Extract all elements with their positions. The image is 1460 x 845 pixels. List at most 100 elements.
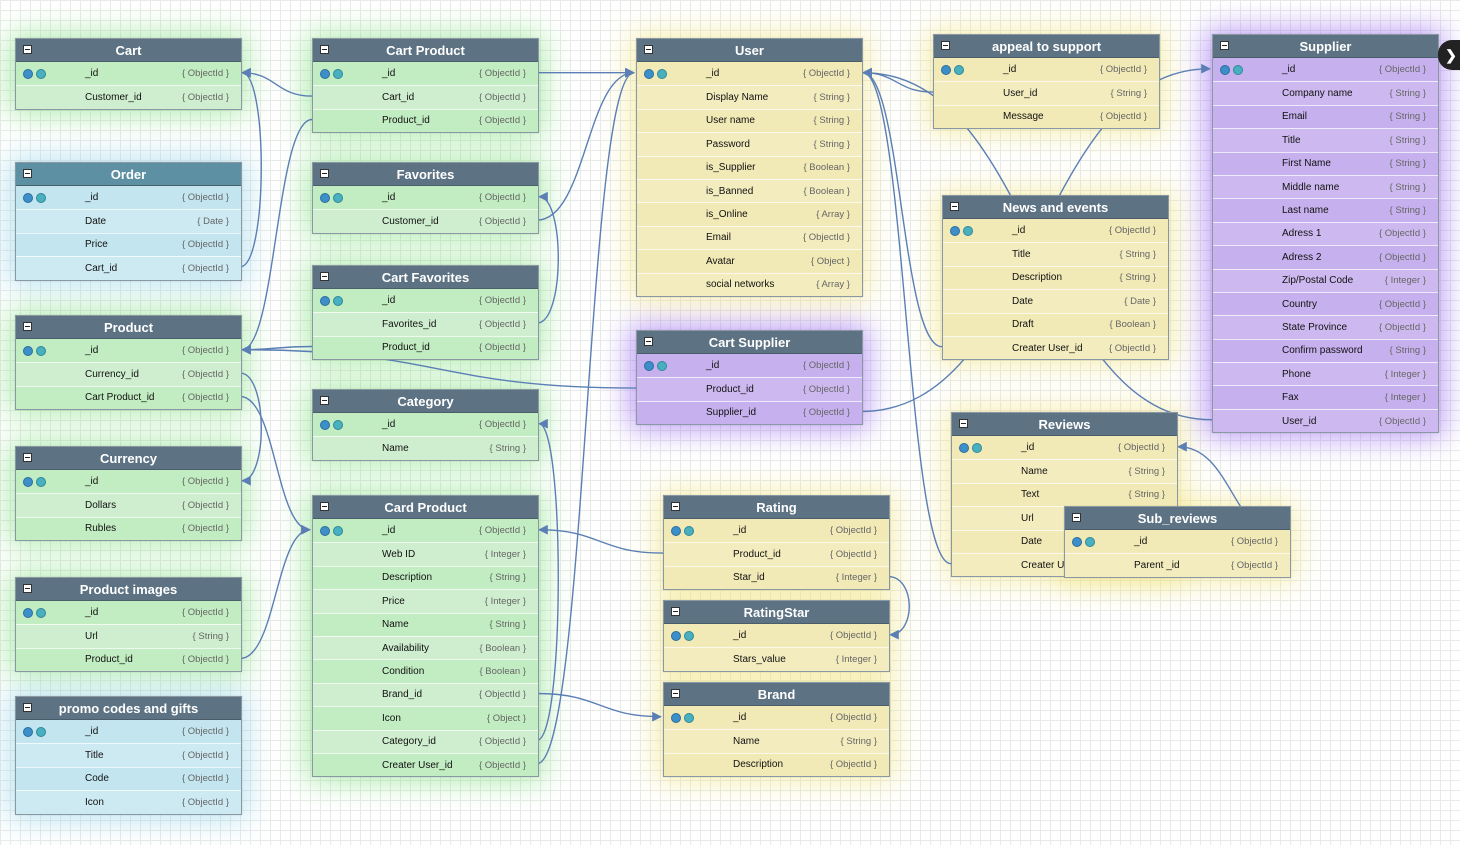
table-row[interactable]: Text{ String } bbox=[952, 482, 1177, 507]
table-news[interactable]: News and events_id{ ObjectId }Title{ Str… bbox=[942, 195, 1169, 361]
table-user[interactable]: User_id{ ObjectId }Display Name{ String … bbox=[636, 38, 863, 297]
table-header[interactable]: News and events bbox=[943, 196, 1168, 219]
table-category[interactable]: Category_id{ ObjectId }Name{ String } bbox=[312, 389, 539, 461]
table-row[interactable]: Dollars{ ObjectId } bbox=[16, 493, 241, 517]
collapse-icon[interactable] bbox=[950, 202, 959, 211]
table-product-images[interactable]: Product images_id{ ObjectId }Url{ String… bbox=[15, 577, 242, 673]
table-header[interactable]: Favorites bbox=[313, 163, 538, 186]
table-row[interactable]: _id{ ObjectId } bbox=[313, 186, 538, 210]
table-row[interactable]: Url{ String } bbox=[16, 624, 241, 648]
collapse-icon[interactable] bbox=[941, 41, 950, 50]
table-currency[interactable]: Currency_id{ ObjectId }Dollars{ ObjectId… bbox=[15, 446, 242, 542]
table-promo[interactable]: promo codes and gifts_id{ ObjectId }Titl… bbox=[15, 696, 242, 815]
table-row[interactable]: Adress 1{ ObjectId } bbox=[1213, 221, 1438, 246]
table-row[interactable]: _id{ ObjectId } bbox=[664, 624, 889, 648]
collapse-icon[interactable] bbox=[23, 584, 32, 593]
collapse-icon[interactable] bbox=[671, 607, 680, 616]
collapse-icon[interactable] bbox=[23, 453, 32, 462]
table-row[interactable]: _id{ ObjectId } bbox=[16, 339, 241, 363]
collapse-icon[interactable] bbox=[671, 689, 680, 698]
table-sub-reviews[interactable]: Sub_reviews_id{ ObjectId }Parent _id{ Ob… bbox=[1064, 506, 1291, 578]
table-row[interactable]: Draft{ Boolean } bbox=[943, 312, 1168, 336]
table-row[interactable]: _id{ ObjectId } bbox=[934, 58, 1159, 82]
table-header[interactable]: Currency bbox=[16, 447, 241, 470]
table-header[interactable]: Sub_reviews bbox=[1065, 507, 1290, 530]
table-row[interactable]: _id{ ObjectId } bbox=[313, 519, 538, 543]
table-row[interactable]: Email{ String } bbox=[1213, 104, 1438, 129]
table-row[interactable]: Cart Product_id{ ObjectId } bbox=[16, 385, 241, 410]
table-row[interactable]: User name{ String } bbox=[637, 108, 862, 133]
table-header[interactable]: Cart bbox=[16, 39, 241, 62]
table-header[interactable]: appeal to support bbox=[934, 35, 1159, 58]
table-row[interactable]: Message{ ObjectId } bbox=[934, 104, 1159, 129]
table-row[interactable]: Description{ String } bbox=[943, 265, 1168, 290]
table-row[interactable]: Fax{ Integer } bbox=[1213, 385, 1438, 409]
table-row[interactable]: Creater User_id{ ObjectId } bbox=[943, 335, 1168, 360]
table-row[interactable]: Price{ Integer } bbox=[313, 589, 538, 613]
table-row[interactable]: Password{ String } bbox=[637, 132, 862, 156]
table-supplier[interactable]: Supplier_id{ ObjectId }Company name{ Str… bbox=[1212, 34, 1439, 434]
table-row[interactable]: is_Banned{ Boolean } bbox=[637, 178, 862, 203]
table-row[interactable]: Description{ String } bbox=[313, 565, 538, 590]
table-row[interactable]: Creater User_id{ ObjectId } bbox=[313, 752, 538, 777]
table-row[interactable]: Email{ ObjectId } bbox=[637, 225, 862, 250]
table-row[interactable]: Condition{ Boolean } bbox=[313, 659, 538, 683]
table-row[interactable]: Zip/Postal Code{ Integer } bbox=[1213, 268, 1438, 292]
table-row[interactable]: Code{ ObjectId } bbox=[16, 766, 241, 791]
table-cart-supplier[interactable]: Cart Supplier_id{ ObjectId }Product_id{ … bbox=[636, 330, 863, 426]
table-row[interactable]: Favorites_id{ ObjectId } bbox=[313, 312, 538, 336]
table-favorites[interactable]: Favorites_id{ ObjectId }Customer_id{ Obj… bbox=[312, 162, 539, 234]
table-card-product[interactable]: Card Product_id{ ObjectId }Web ID{ Integ… bbox=[312, 495, 539, 778]
table-product[interactable]: Product_id{ ObjectId }Currency_id{ Objec… bbox=[15, 315, 242, 411]
table-row[interactable]: _id{ ObjectId } bbox=[313, 289, 538, 313]
table-row[interactable]: Cart_id{ ObjectId } bbox=[16, 256, 241, 280]
table-row[interactable]: Date{ Date } bbox=[16, 209, 241, 233]
collapse-icon[interactable] bbox=[320, 396, 329, 405]
table-header[interactable]: Reviews bbox=[952, 413, 1177, 436]
table-row[interactable]: is_Supplier{ Boolean } bbox=[637, 155, 862, 179]
table-row[interactable]: _id{ ObjectId } bbox=[313, 413, 538, 437]
table-row[interactable]: First Name{ String } bbox=[1213, 151, 1438, 175]
table-row[interactable]: Customer_id{ ObjectId } bbox=[16, 85, 241, 109]
table-row[interactable]: User_id{ String } bbox=[934, 81, 1159, 105]
table-appeal[interactable]: appeal to support_id{ ObjectId }User_id{… bbox=[933, 34, 1160, 130]
table-row[interactable]: Rubles{ ObjectId } bbox=[16, 516, 241, 541]
table-row[interactable]: Category_id{ ObjectId } bbox=[313, 729, 538, 753]
table-row[interactable]: _id{ ObjectId } bbox=[16, 186, 241, 210]
collapse-icon[interactable] bbox=[320, 502, 329, 511]
table-row[interactable]: _id{ ObjectId } bbox=[16, 720, 241, 744]
table-row[interactable]: social networks{ Array } bbox=[637, 272, 862, 296]
table-row[interactable]: _id{ ObjectId } bbox=[664, 706, 889, 730]
table-row[interactable]: Cart_id{ ObjectId } bbox=[313, 85, 538, 109]
collapse-icon[interactable] bbox=[644, 337, 653, 346]
table-row[interactable]: Supplier_id{ ObjectId } bbox=[637, 400, 862, 425]
table-row[interactable]: Web ID{ Integer } bbox=[313, 542, 538, 566]
table-row[interactable]: Title{ String } bbox=[1213, 128, 1438, 152]
table-header[interactable]: Cart Favorites bbox=[313, 266, 538, 289]
table-header[interactable]: Supplier bbox=[1213, 35, 1438, 58]
table-row[interactable]: Title{ ObjectId } bbox=[16, 743, 241, 767]
table-row[interactable]: Product_id{ ObjectId } bbox=[313, 335, 538, 360]
table-row[interactable]: Brand_id{ ObjectId } bbox=[313, 682, 538, 707]
collapse-icon[interactable] bbox=[320, 45, 329, 54]
table-header[interactable]: promo codes and gifts bbox=[16, 697, 241, 720]
table-row[interactable]: Name{ String } bbox=[664, 729, 889, 753]
table-row[interactable]: _id{ ObjectId } bbox=[1065, 530, 1290, 554]
table-row[interactable]: State Province{ ObjectId } bbox=[1213, 315, 1438, 339]
table-row[interactable]: Price{ ObjectId } bbox=[16, 232, 241, 257]
collapse-icon[interactable] bbox=[1220, 41, 1229, 50]
table-row[interactable]: Country{ ObjectId } bbox=[1213, 291, 1438, 316]
table-header[interactable]: User bbox=[637, 39, 862, 62]
table-header[interactable]: Product bbox=[16, 316, 241, 339]
collapse-icon[interactable] bbox=[23, 322, 32, 331]
table-row[interactable]: _id{ ObjectId } bbox=[1213, 58, 1438, 82]
table-row[interactable]: _id{ ObjectId } bbox=[16, 470, 241, 494]
collapse-icon[interactable] bbox=[320, 169, 329, 178]
table-header[interactable]: Brand bbox=[664, 683, 889, 706]
table-row[interactable]: _id{ ObjectId } bbox=[637, 354, 862, 378]
collapse-icon[interactable] bbox=[671, 502, 680, 511]
expand-panel-button[interactable]: ❯ bbox=[1438, 40, 1460, 70]
table-row[interactable]: Icon{ Object } bbox=[313, 706, 538, 730]
table-row[interactable]: Currency_id{ ObjectId } bbox=[16, 362, 241, 386]
